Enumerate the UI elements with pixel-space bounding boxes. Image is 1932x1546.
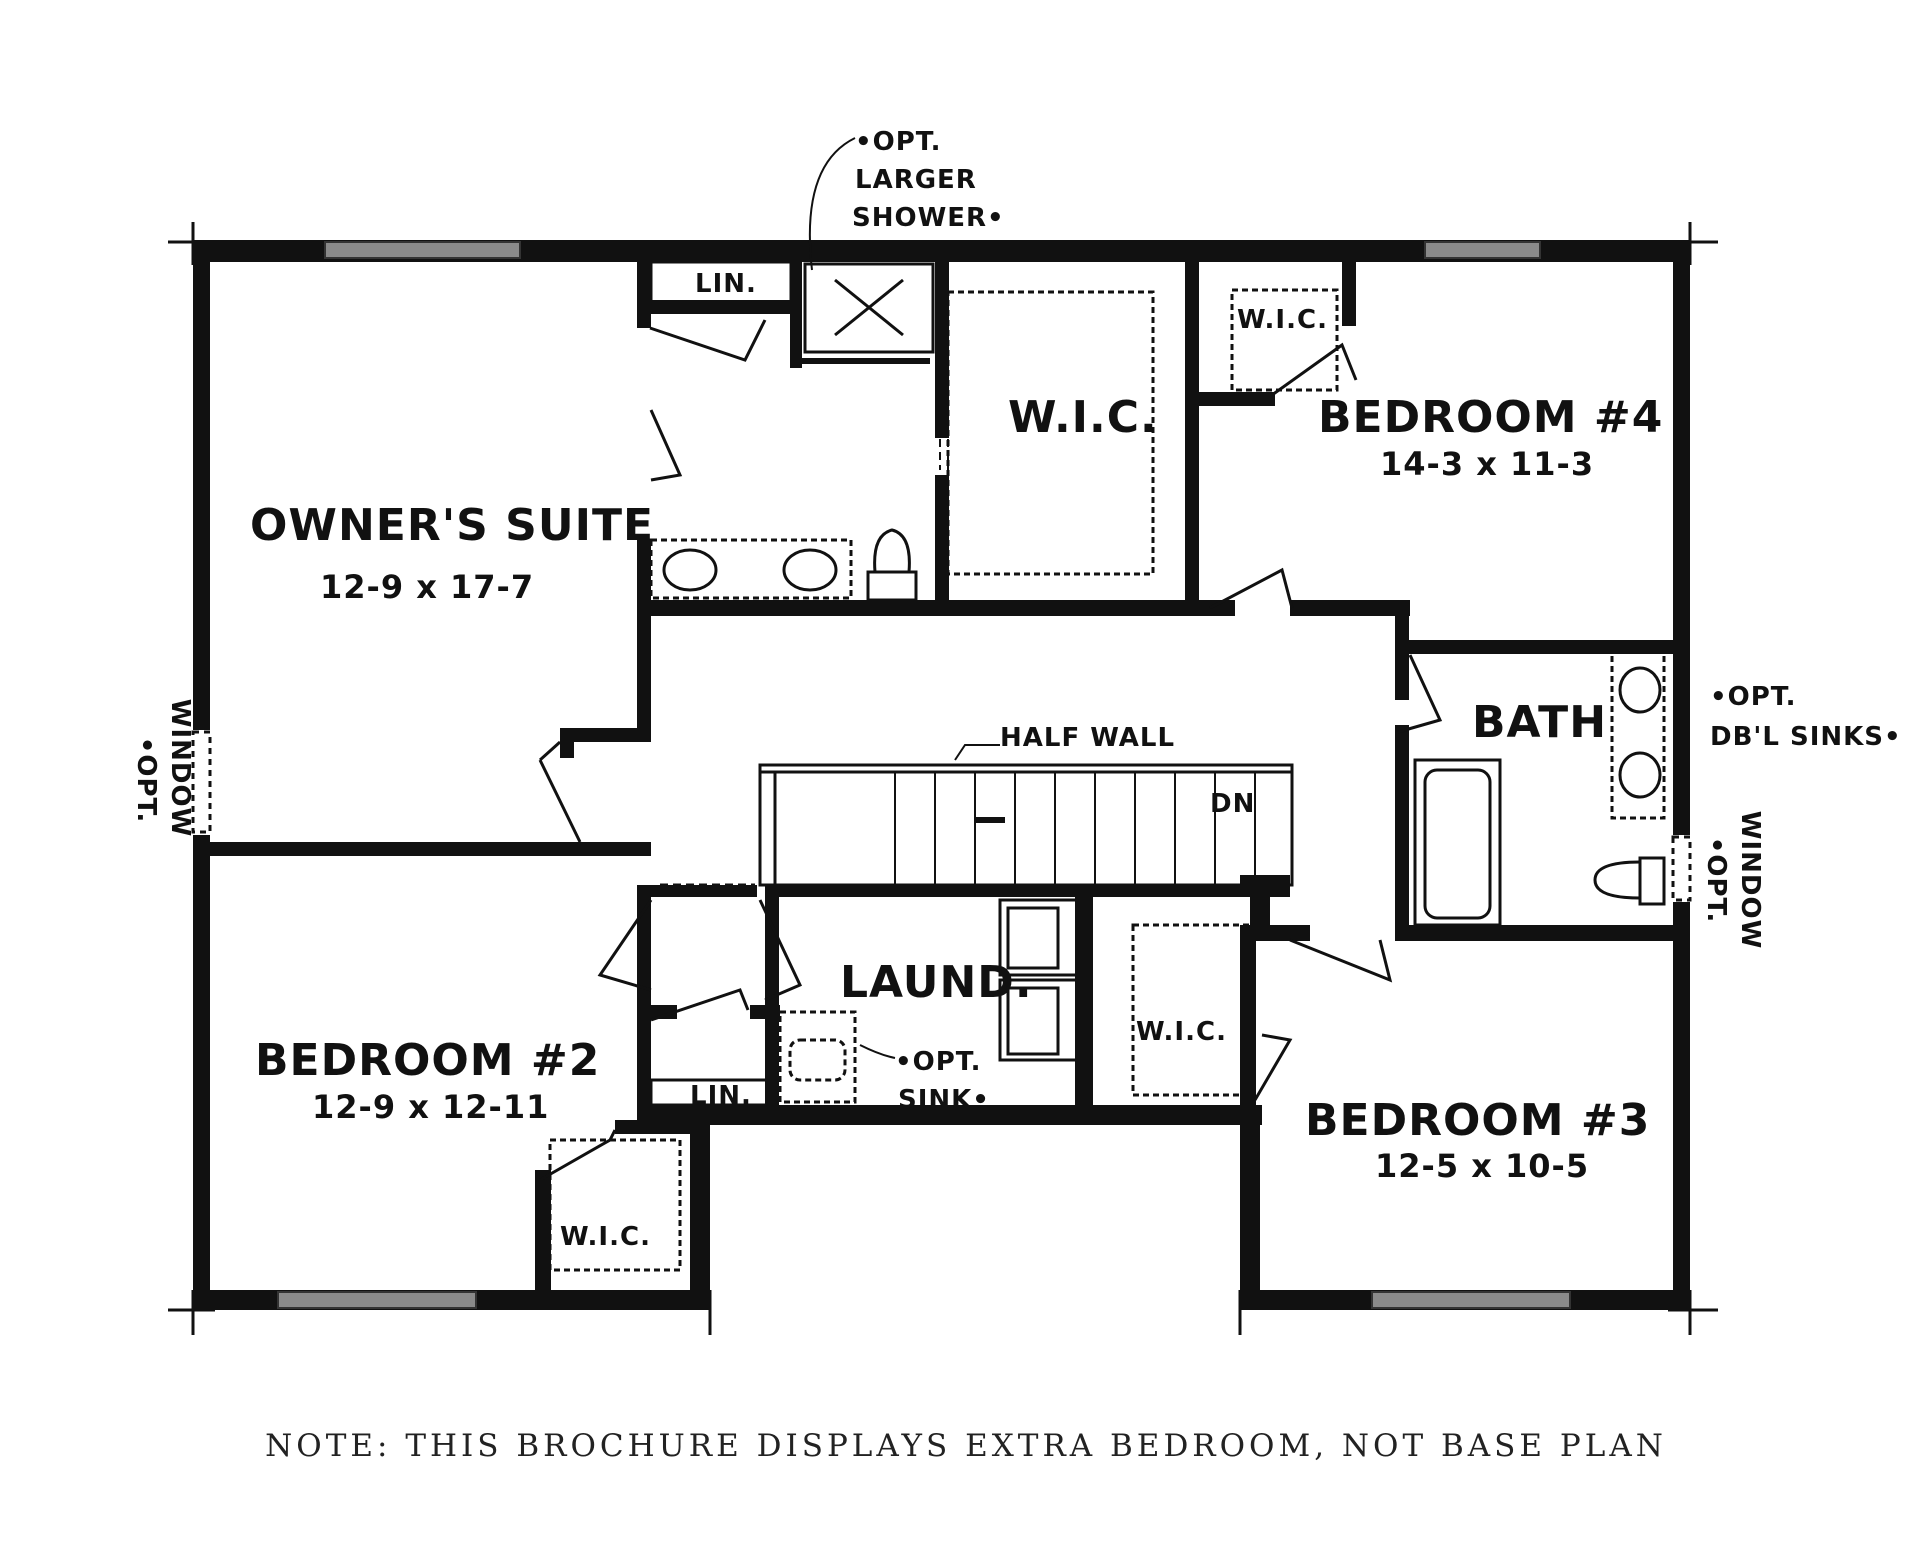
- window-bottom-left: [277, 1291, 477, 1309]
- room-wic-owner: W.I.C.: [1008, 392, 1158, 443]
- washer: [998, 898, 1082, 977]
- dims-owners-suite: 12-9 x 17-7: [320, 568, 534, 606]
- annotation-larger-shower-1: •OPT.: [855, 127, 941, 157]
- annotation-opt-sink-1: •OPT.: [895, 1047, 981, 1077]
- sink: [662, 548, 718, 592]
- annotation-right-window-2: WINDOW: [1735, 811, 1765, 949]
- brochure-note: NOTE: THIS BROCHURE DISPLAYS EXTRA BEDRO…: [265, 1428, 1667, 1464]
- annotation-half-wall: HALF WALL: [1000, 723, 1175, 753]
- room-wic-bedroom-4: W.I.C.: [1237, 305, 1328, 335]
- annotation-dbl-sinks-2: DB'L SINKS•: [1710, 722, 1902, 752]
- bathtub: [1413, 758, 1502, 927]
- opt-sink: [778, 1010, 857, 1104]
- window-bottom-right: [1371, 1291, 1571, 1309]
- toilet: [866, 570, 918, 602]
- sink: [782, 548, 838, 592]
- door-swings: [538, 319, 1443, 1182]
- dims-bedroom-4: 14-3 x 11-3: [1380, 445, 1594, 483]
- opt-window-left: [191, 730, 212, 834]
- fixtures: [548, 260, 1666, 1272]
- dryer: [998, 978, 1082, 1062]
- shower: [803, 262, 935, 354]
- annotation-left-window-2: WINDOW: [165, 699, 195, 837]
- leader-lines: [808, 137, 1000, 1059]
- dims-bedroom-2: 12-9 x 12-11: [312, 1088, 549, 1126]
- annotation-dbl-sinks-1: •OPT.: [1710, 682, 1796, 712]
- annotation-larger-shower-3: SHOWER•: [852, 203, 1005, 233]
- annotation-larger-shower-2: LARGER: [855, 165, 977, 195]
- annotation-opt-sink-2: SINK•: [898, 1085, 990, 1115]
- room-linen-top: LIN.: [695, 269, 757, 299]
- room-bath: BATH: [1472, 697, 1607, 748]
- window-top-right: [1424, 241, 1541, 259]
- dims-bedroom-3: 12-5 x 10-5: [1375, 1147, 1589, 1185]
- annotation-right-window-1: •OPT.: [1701, 837, 1731, 923]
- room-wic-bedroom-3: W.I.C.: [1136, 1017, 1227, 1047]
- toilet: [1638, 856, 1666, 906]
- stairs: [758, 763, 1294, 887]
- stairs-down-label: DN: [1210, 789, 1255, 819]
- room-bedroom-4: BEDROOM #4: [1318, 392, 1663, 443]
- room-laundry: LAUND.: [840, 957, 1033, 1008]
- room-bedroom-3: BEDROOM #3: [1305, 1095, 1650, 1146]
- room-owners-suite: OWNER'S SUITE: [250, 500, 654, 551]
- sink: [1618, 751, 1662, 799]
- room-linen-bottom: LIN.: [690, 1081, 752, 1111]
- room-bedroom-2: BEDROOM #2: [255, 1035, 600, 1086]
- windows: [191, 241, 1692, 1309]
- vanity: [649, 538, 853, 600]
- room-wic-bedroom-2: W.I.C.: [560, 1222, 651, 1252]
- opt-window-right: [1671, 835, 1692, 902]
- sink: [1618, 666, 1662, 714]
- window-top-left: [324, 241, 521, 259]
- annotation-left-window-1: •OPT.: [131, 737, 161, 823]
